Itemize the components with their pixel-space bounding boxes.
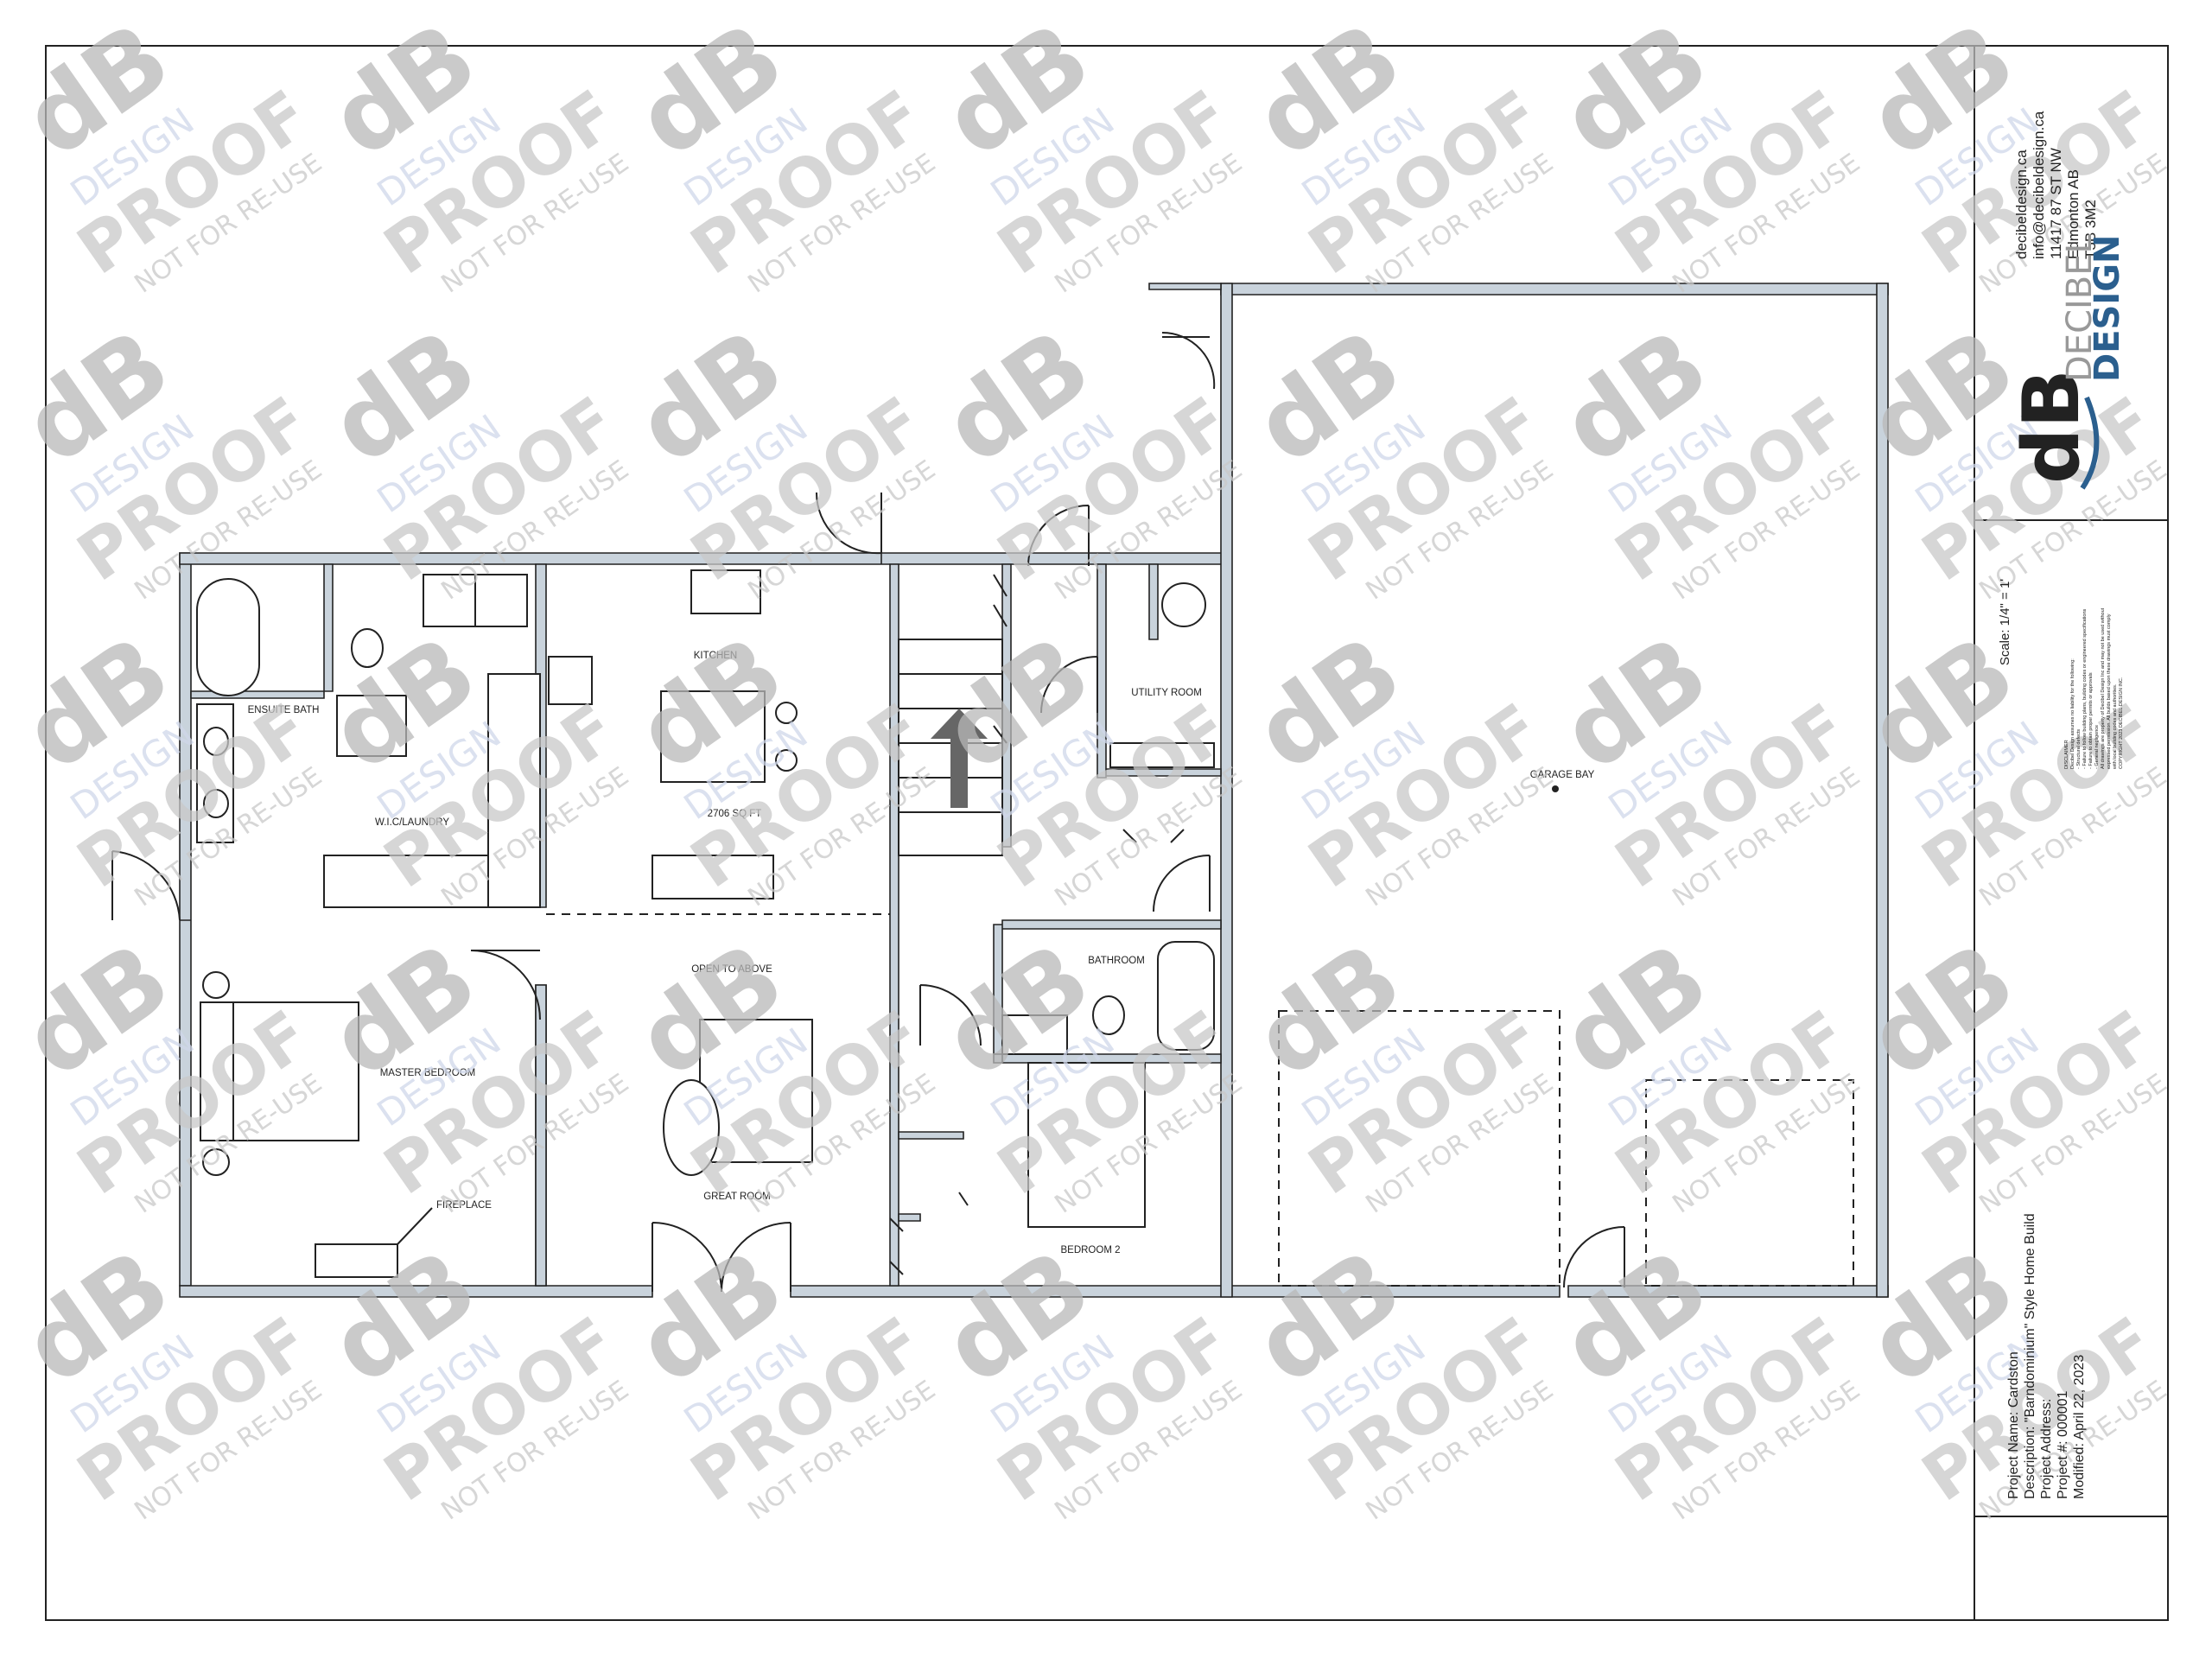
project-modified: Modified: April 22, 2023 xyxy=(2072,1355,2087,1499)
label-fireplace: FIREPLACE xyxy=(436,1200,492,1211)
fixtures xyxy=(196,569,1559,1278)
disclaimer-line: Decibel Design assumes no liability for … xyxy=(2070,658,2075,769)
label-bedroom-2: BEDROOM 2 xyxy=(1060,1245,1120,1255)
garage-door-outline-2 xyxy=(1645,1079,1854,1287)
disclaimer-line: All drawings are property of Decibel Des… xyxy=(2101,607,2106,769)
project-description: Description: "Barndominium" Style Home B… xyxy=(2023,1213,2037,1499)
label-garage-bay: GARAGE BAY xyxy=(1530,770,1595,780)
coffee-table xyxy=(663,1079,720,1176)
bathroom-vanity xyxy=(1001,1014,1068,1055)
label-open-to-above: OPEN TO ABOVE xyxy=(691,964,772,975)
label-utility-room: UTILITY ROOM xyxy=(1131,688,1202,698)
logo-letters: dB xyxy=(2006,369,2097,484)
floor-drain-icon xyxy=(1552,785,1559,792)
bathroom-toilet-icon xyxy=(1092,995,1125,1035)
stair-wall-west xyxy=(889,563,899,1287)
master-bed-icon xyxy=(232,1001,359,1141)
interior-wall-ensuite xyxy=(190,563,334,699)
company-contact: decibeldesign.ca info@decibeldesign.ca 1… xyxy=(2013,111,2099,259)
fireplace-icon xyxy=(315,1243,398,1278)
floor-plan: ENSUITE BATH W.I.C/LAUNDRY KITCHEN 2706 … xyxy=(111,283,1889,1298)
label-master-bedroom: MASTER BEDROOM xyxy=(380,1068,476,1078)
bedroom2-bed-icon xyxy=(1027,1062,1146,1228)
utility-sink xyxy=(1109,742,1215,768)
toilet-icon xyxy=(351,628,384,668)
company-website: decibeldesign.ca xyxy=(2013,149,2030,259)
project-name: Project Name: Cardston xyxy=(2006,1351,2021,1499)
stair-up-arrow-icon xyxy=(931,709,988,808)
scale-text: Scale: 1/4" = 1' xyxy=(1998,579,2012,665)
logo-word1: DECIBEL xyxy=(2060,233,2100,382)
stove-icon xyxy=(548,656,593,705)
door-swings xyxy=(111,331,1625,1293)
label-ensuite-bath: ENSUITE BATH xyxy=(248,705,320,715)
sheet-border xyxy=(45,45,2169,1621)
title-block xyxy=(1974,46,2168,1620)
project-info: Project Name: Cardston Description: "Bar… xyxy=(2006,1213,2087,1499)
company-city: Edmonton AB xyxy=(2065,169,2082,259)
disclaimer-line: expressed permission. All builds based u… xyxy=(2107,613,2112,769)
garage-door-outline-1 xyxy=(1278,1010,1560,1287)
label-area: 2706 SQ FT xyxy=(708,809,762,819)
water-heater-icon xyxy=(1161,582,1206,627)
staircase xyxy=(898,639,1003,856)
kitchen-sink-icon xyxy=(690,569,761,614)
disclaimer-line: - General negligence xyxy=(2094,725,2100,769)
company-postal: T5B 3M2 xyxy=(2082,200,2099,259)
garage-wall-east xyxy=(1876,283,1889,1298)
label-kitchen: KITCHEN xyxy=(694,651,737,661)
project-address: Project Address: xyxy=(2039,1399,2054,1500)
garage-wall-west xyxy=(1220,283,1233,1298)
kitchen-island xyxy=(660,690,766,783)
project-number: Project #: 000001 xyxy=(2056,1390,2070,1499)
label-great-room: GREAT ROOM xyxy=(703,1192,771,1202)
company-email: info@decibeldesign.ca xyxy=(2031,111,2047,259)
room-labels: ENSUITE BATH W.I.C/LAUNDRY KITCHEN 2706 … xyxy=(248,651,1595,1255)
mudroom-wall-north xyxy=(1148,283,1222,290)
logo-word2: DESIGN xyxy=(2088,234,2127,382)
disclaimer-line: - Failure to obtain proper permits or ap… xyxy=(2088,672,2094,769)
laundry-sink xyxy=(336,695,407,757)
company-street: 11417 87 ST NW xyxy=(2048,148,2064,259)
bathroom-tub-icon xyxy=(1157,941,1215,1051)
disclaimer-line: - Failure to follow building plans, buil… xyxy=(2082,608,2088,769)
utility-wall xyxy=(993,563,1222,1064)
dining-table-icon xyxy=(652,855,774,899)
bathtub-icon xyxy=(196,578,260,696)
label-bathroom: BATHROOM xyxy=(1088,956,1145,966)
bedroom2-wall xyxy=(898,1131,964,1222)
label-wic-laundry: W.I.C/LAUNDRY xyxy=(375,817,449,828)
disclaimer-line: COPYRIGHT 2023 DECIBEL DESIGN INC. xyxy=(2119,677,2124,769)
company-logo: dB DECIBEL DESIGN xyxy=(2006,233,2127,490)
master-wall-east xyxy=(535,984,547,1287)
disclaimer-line: - Structural defects xyxy=(2076,729,2082,769)
garage-wall-north xyxy=(1220,283,1889,296)
disclaimer-line: DISCLAIMER xyxy=(2064,740,2069,769)
disclaimer-line: with local building codes and authoritie… xyxy=(2113,683,2118,770)
